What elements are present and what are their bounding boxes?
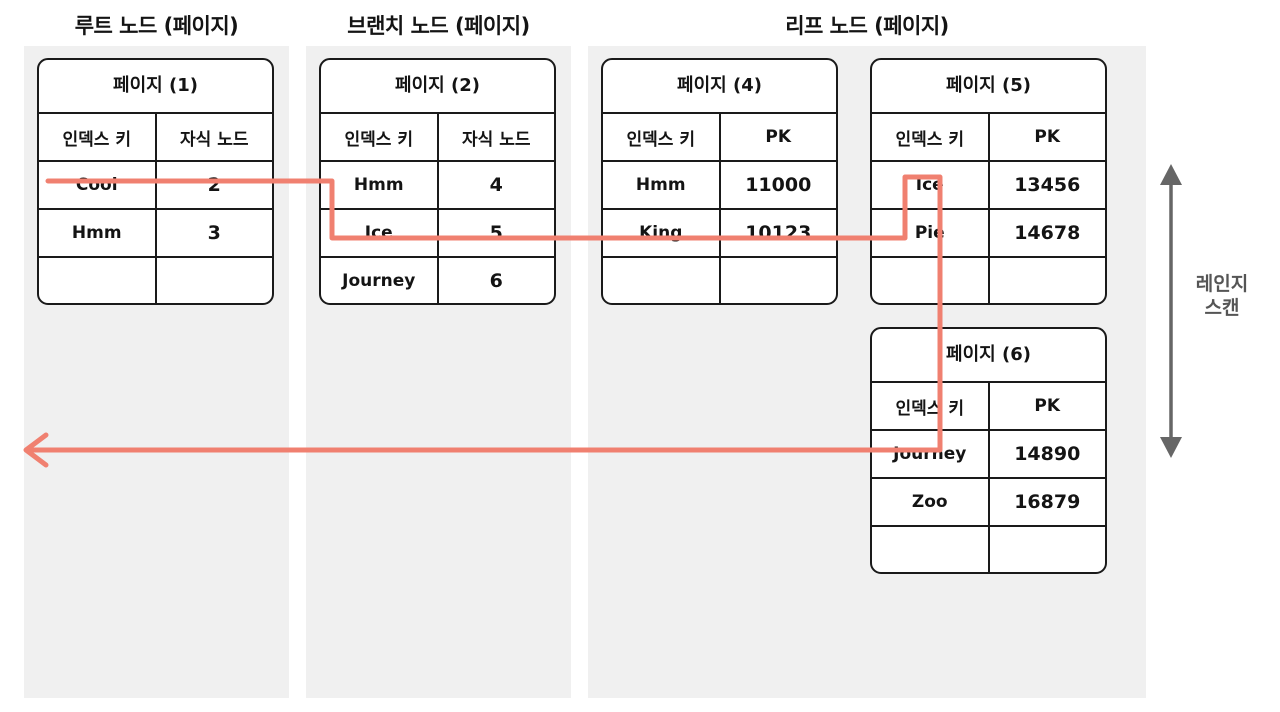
header-pk: PK (1034, 396, 1061, 416)
pk-cell: 14890 (1014, 443, 1081, 465)
child-node-cell: 5 (489, 222, 503, 244)
table-row: Hmm 3 (39, 210, 272, 258)
table-row: Journey 14890 (872, 431, 1105, 479)
table-row (39, 258, 272, 303)
child-node-cell: 4 (489, 174, 503, 196)
index-key-cell (872, 258, 990, 303)
child-node-cell: 2 (207, 174, 221, 196)
table-header-row: 인덱스 키 PK (603, 114, 836, 162)
table-row: Cool 2 (39, 162, 272, 210)
pk-cell (990, 527, 1106, 572)
page-title: 페이지 (6) (872, 329, 1105, 383)
table-row (872, 258, 1105, 303)
page-title: 페이지 (4) (603, 60, 836, 114)
child-node-cell: 3 (207, 222, 221, 244)
branch-page-2: 페이지 (2) 인덱스 키 자식 노드 Hmm 4 Ice 5 Journey … (319, 58, 556, 305)
leaf-node-column-title: 리프 노드 (페이지) (785, 14, 949, 38)
root-page-1: 페이지 (1) 인덱스 키 자식 노드 Cool 2 Hmm 3 (37, 58, 274, 305)
table-header-row: 인덱스 키 PK (872, 114, 1105, 162)
pk-cell: 11000 (745, 174, 812, 196)
index-key-cell: Journey (321, 258, 439, 303)
table-row: Ice 13456 (872, 162, 1105, 210)
root-node-column-title: 루트 노드 (페이지) (74, 14, 239, 38)
index-key-cell: Hmm (321, 162, 439, 208)
header-pk: PK (765, 127, 792, 147)
range-arrow-head-down (1160, 437, 1182, 458)
table-row: King 10123 (603, 210, 836, 258)
table-row: Zoo 16879 (872, 479, 1105, 527)
index-key-cell: Hmm (39, 210, 157, 256)
index-key-cell: Ice (872, 162, 990, 208)
index-key-cell: Zoo (872, 479, 990, 525)
index-key-cell: Cool (39, 162, 157, 208)
page-title: 페이지 (2) (321, 60, 554, 114)
child-node-cell (157, 258, 273, 303)
table-row: Hmm 11000 (603, 162, 836, 210)
index-key-cell: Ice (321, 210, 439, 256)
pk-cell: 13456 (1014, 174, 1081, 196)
header-index-key: 인덱스 키 (321, 114, 439, 160)
table-row (603, 258, 836, 303)
index-key-cell: Pie (872, 210, 990, 256)
range-scan-label-line-1: 레인지 (1195, 273, 1249, 295)
header-index-key: 인덱스 키 (603, 114, 721, 160)
range-arrow-head-up (1160, 164, 1182, 185)
index-key-cell (872, 527, 990, 572)
index-key-cell: Hmm (603, 162, 721, 208)
pk-cell: 14678 (1014, 222, 1081, 244)
page-title: 페이지 (5) (872, 60, 1105, 114)
header-index-key: 인덱스 키 (872, 114, 990, 160)
index-key-cell: Journey (872, 431, 990, 477)
header-index-key: 인덱스 키 (872, 383, 990, 429)
pk-cell (990, 258, 1106, 303)
table-row: Pie 14678 (872, 210, 1105, 258)
header-child-node: 자식 노드 (180, 129, 249, 150)
range-scan-label: 레인지 스캔 (1190, 272, 1254, 320)
index-key-cell (39, 258, 157, 303)
pk-cell: 10123 (745, 222, 812, 244)
table-row: Hmm 4 (321, 162, 554, 210)
table-header-row: 인덱스 키 자식 노드 (39, 114, 272, 162)
page-title: 페이지 (1) (39, 60, 272, 114)
leaf-page-5: 페이지 (5) 인덱스 키 PK Ice 13456 Pie 14678 (870, 58, 1107, 305)
leaf-page-6: 페이지 (6) 인덱스 키 PK Journey 14890 Zoo 16879 (870, 327, 1107, 574)
header-pk: PK (1034, 127, 1061, 147)
table-row: Ice 5 (321, 210, 554, 258)
leaf-page-4: 페이지 (4) 인덱스 키 PK Hmm 11000 King 10123 (601, 58, 838, 305)
pk-cell (721, 258, 837, 303)
branch-node-column-title: 브랜치 노드 (페이지) (347, 14, 530, 38)
pk-cell: 16879 (1014, 491, 1081, 513)
index-key-cell: King (603, 210, 721, 256)
header-child-node: 자식 노드 (462, 129, 531, 150)
index-key-cell (603, 258, 721, 303)
table-header-row: 인덱스 키 PK (872, 383, 1105, 431)
range-scan-label-line-2: 스캔 (1204, 297, 1240, 319)
table-row (872, 527, 1105, 572)
header-index-key: 인덱스 키 (39, 114, 157, 160)
child-node-cell: 6 (489, 269, 503, 292)
table-header-row: 인덱스 키 자식 노드 (321, 114, 554, 162)
table-row: Journey 6 (321, 258, 554, 303)
